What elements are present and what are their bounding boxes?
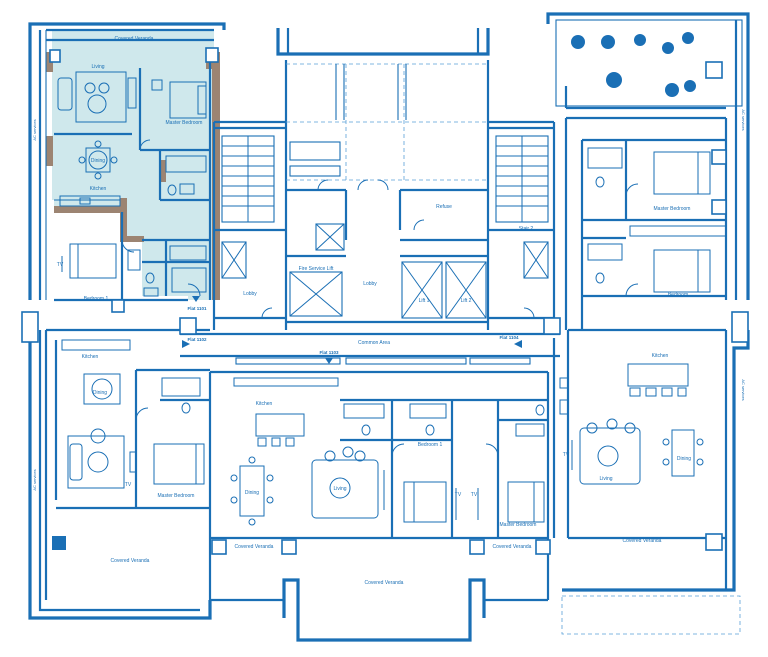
dining-label: Dining [677,456,691,462]
fire-service-lift-label: Fire Service Lift [299,266,334,272]
dining-label: Dining [245,490,259,496]
flat-1104-lower [552,328,728,590]
ac-services-label: AC services [741,379,746,400]
wall-accent [126,236,144,242]
flat-tags[interactable]: Flat 1101 Flat 1102 Flat 1103 Flat 1104 [187,306,519,355]
flat-1101-tag: Flat 1101 [187,306,207,311]
wall-accent [120,198,127,242]
left-veranda-structure [38,28,219,300]
highlighted-unit-1101[interactable] [52,30,214,300]
bedroom-1-label: Bedroom 1 [418,442,443,448]
flat-1102-tag: Flat 1102 [187,337,207,342]
wall-accent [212,52,220,300]
tv-label: TV [563,452,570,458]
covered-veranda-label: Covered Veranda [111,558,150,564]
kitchen-label: Kitchen [256,401,273,407]
flat-1102-left [44,299,210,600]
room-labels: Covered Veranda Living Master Bedroom Di… [57,36,691,586]
wall-accent [54,206,124,213]
flat-1104-tag: Flat 1104 [499,335,519,340]
wall-accent [160,160,166,182]
flat-1101-interior [54,68,210,302]
dining-label: Dining [93,390,107,396]
structural-columns [21,311,749,343]
master-bedroom-label: Master Bedroom [654,206,691,212]
covered-veranda-label: Covered Veranda [365,580,404,586]
tv-label: TV [125,482,132,488]
flat-1104-upper [555,19,743,330]
ac-services-label: AC services [32,119,37,140]
tv-label: TV [455,492,462,498]
stair-2-label: Stair 2 [519,226,534,232]
common-area-label: Common Area [358,340,390,346]
flat-1103-tag: Flat 1103 [319,350,339,355]
wall-accent [206,62,220,69]
tv-label: TV [57,262,64,268]
bedroom-1-label: Bedroom 1 [84,296,109,302]
kitchen-label: Kitchen [90,186,107,192]
covered-veranda-label: Covered Veranda [235,544,274,550]
master-bedroom-label: Master Bedroom [500,522,537,528]
kitchen-label: Kitchen [652,353,669,359]
lift-2-label: Lift 2 [461,298,472,304]
service-labels: AC services AC services AC services AC s… [32,109,746,490]
covered-veranda-label: Covered Veranda [623,538,662,544]
living-label: Living [599,476,612,482]
lift-1-label: Lift 1 [419,298,430,304]
central-core [212,60,556,330]
wall-accent [46,136,53,166]
ac-services-label: AC services [741,109,746,130]
covered-veranda-label: Covered Veranda [493,544,532,550]
dining-label: Dining [91,158,105,164]
refuse-label: Refuse [436,204,452,210]
common-area [180,296,560,365]
covered-veranda-label: Covered Veranda [115,36,154,42]
master-bedroom-label: Master Bedroom [158,493,195,499]
tv-label: TV [471,492,478,498]
living-label: Living [91,64,104,70]
kitchen-label: Kitchen [82,354,99,360]
living-label: Living [333,486,346,492]
bedroom-label: Bedroom [668,292,688,298]
lobby-label: Lobby [243,291,257,297]
lobby-label: Lobby [363,281,377,287]
ac-services-label: AC services [32,469,37,490]
flat-1102-1103 [208,370,551,555]
master-bedroom-label: Master Bedroom [166,120,203,126]
